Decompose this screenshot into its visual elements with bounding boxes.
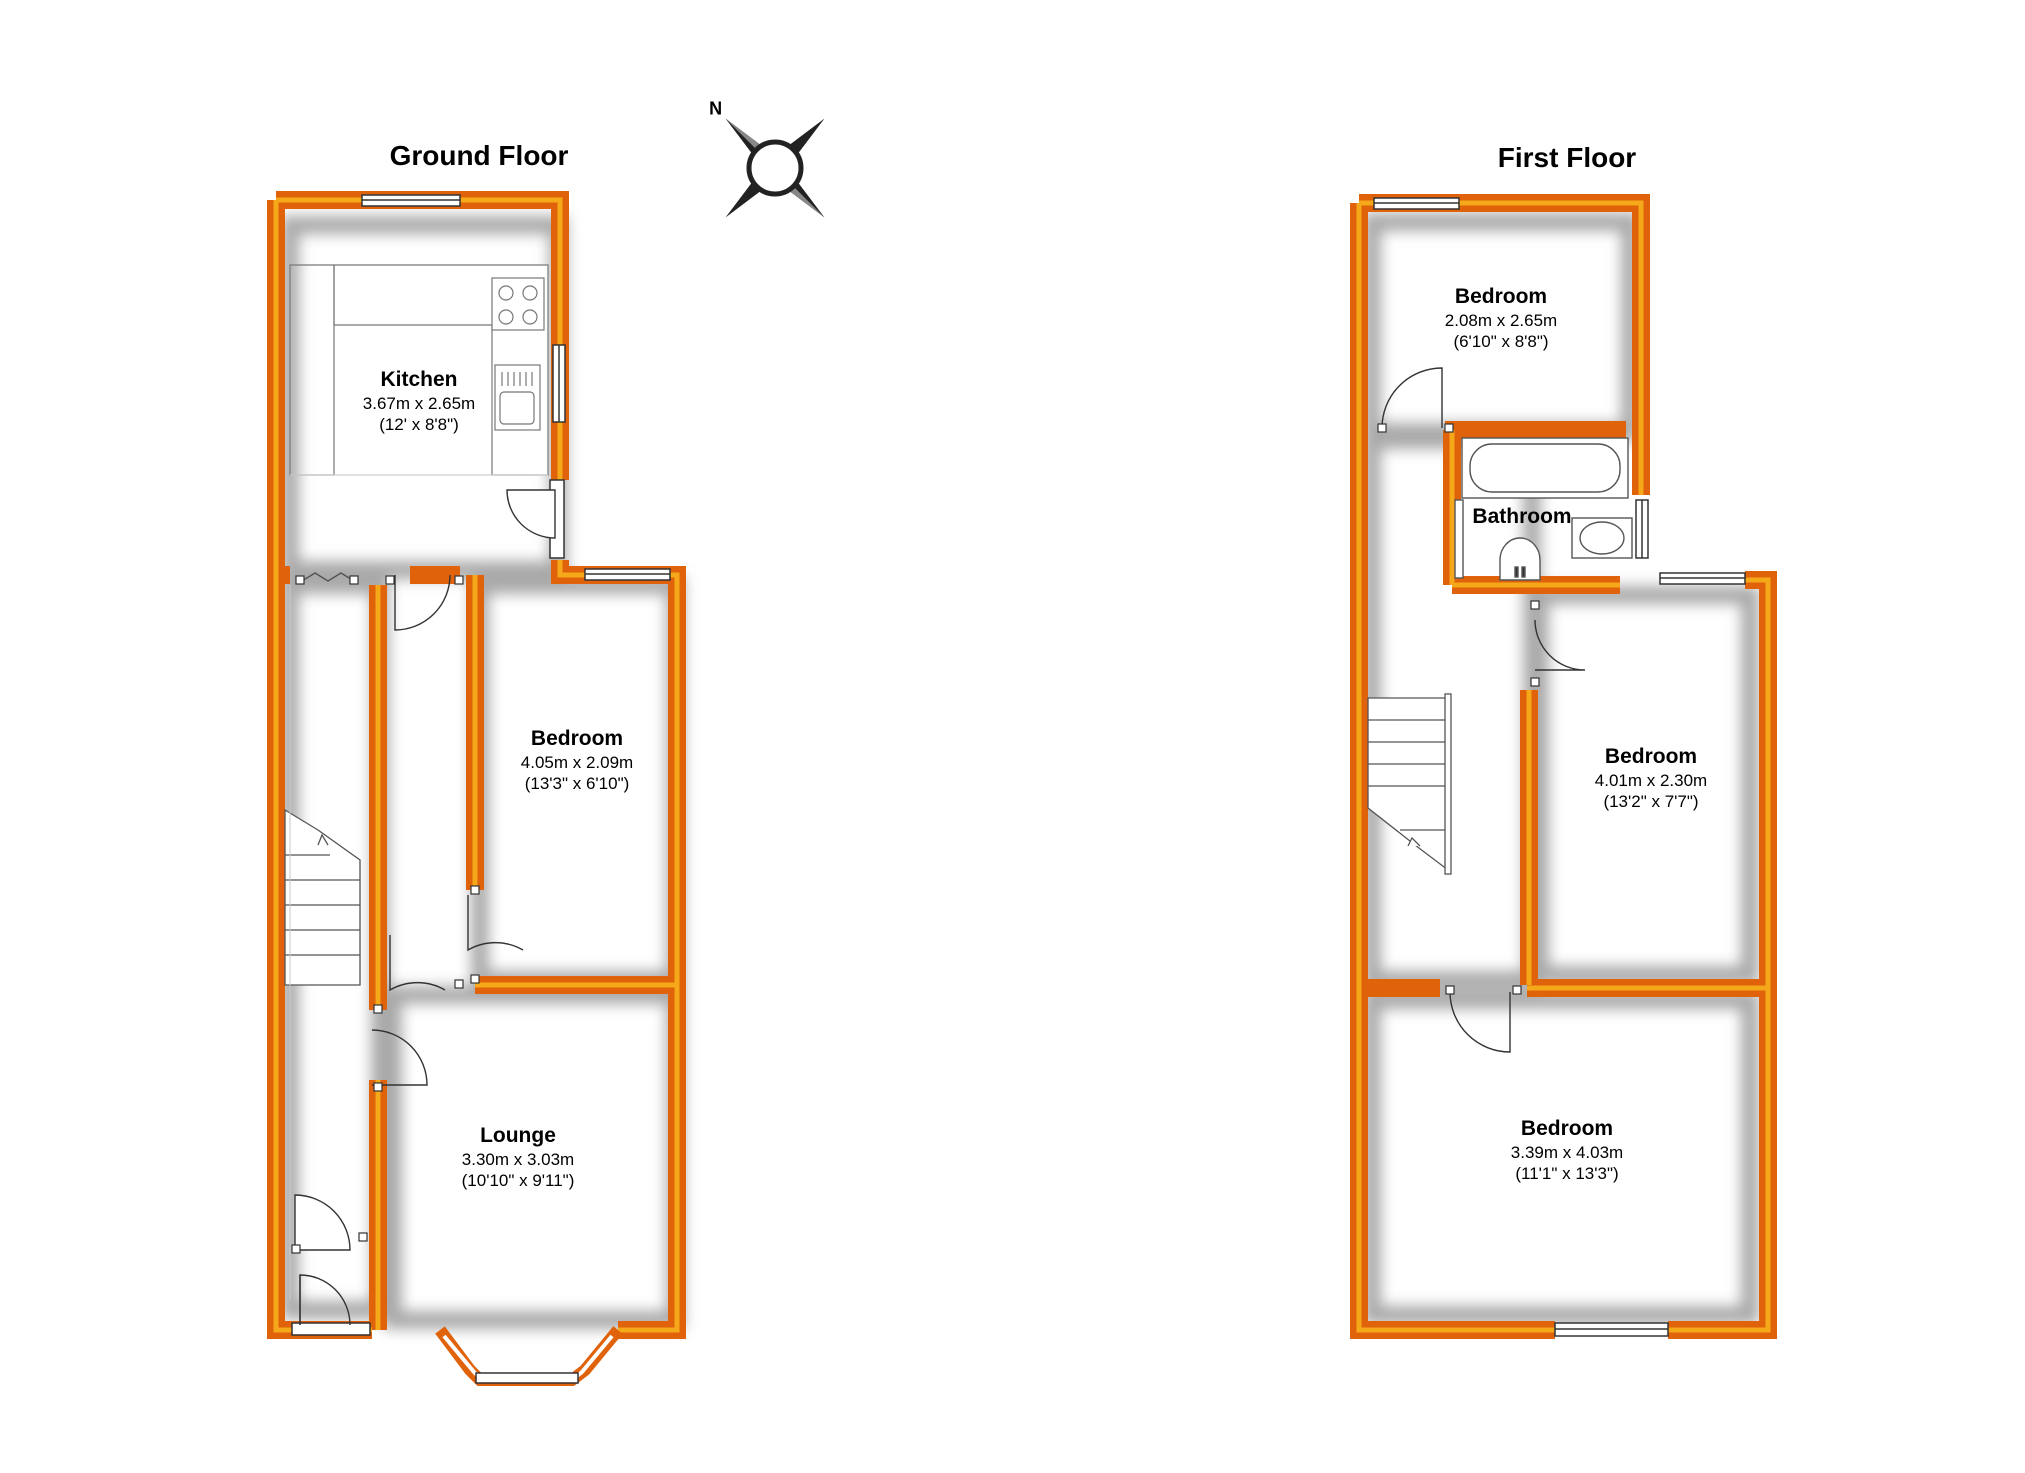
bedroom-door-bottom bbox=[467, 895, 524, 952]
first-bedroom-front-dimensions-metric: 3.39m x 4.03m bbox=[1511, 1143, 1623, 1162]
bedroom-small-door bbox=[1381, 367, 1443, 429]
lounge-dimensions-imperial: (10'10" x 9'11") bbox=[462, 1171, 575, 1190]
ground-bedroom-name: Bedroom bbox=[531, 727, 623, 750]
first-floor-door-jambs bbox=[1377, 423, 1540, 995]
lounge-dimensions-metric: 3.30m x 3.03m bbox=[462, 1150, 574, 1169]
bedroom-door-top bbox=[394, 574, 451, 631]
toilet-icon bbox=[1499, 537, 1541, 581]
first-bedroom-front-name: Bedroom bbox=[1521, 1117, 1613, 1140]
compass-north-label: N bbox=[709, 99, 722, 119]
first-bedroom-small-name: Bedroom bbox=[1455, 285, 1547, 308]
bay-window-frame bbox=[475, 1372, 579, 1384]
first-bedroom-right-dimensions-metric: 4.01m x 2.30m bbox=[1595, 771, 1707, 790]
bedroom-front-door bbox=[1449, 991, 1511, 1053]
first-floor-doors bbox=[1381, 367, 1586, 1053]
bathroom-name: Bathroom bbox=[1472, 505, 1571, 528]
front-door-step bbox=[291, 1322, 371, 1336]
hob-icon bbox=[491, 277, 545, 331]
lounge-name: Lounge bbox=[480, 1124, 556, 1147]
front-door-inner bbox=[294, 1194, 351, 1251]
ground-floor-windows bbox=[291, 194, 671, 1384]
first-floor: First Floor Bedroom 2.08m x 2.65m (6'10"… bbox=[1350, 142, 1777, 1339]
ground-floor: Ground Floor Kitchen 3.67m x 2.65m (12' … bbox=[267, 140, 686, 1386]
bedroom-right-door bbox=[1534, 619, 1586, 671]
first-floor-windows bbox=[1373, 197, 1746, 1337]
ground-floor-title: Ground Floor bbox=[390, 140, 569, 171]
ground-floor-stairs bbox=[284, 808, 361, 986]
ground-bedroom-dimensions-imperial: (13'3" x 6'10") bbox=[525, 774, 630, 793]
compass-rose-icon: N bbox=[709, 99, 825, 218]
first-floor-walls bbox=[1350, 194, 1777, 1339]
kitchen-fittings bbox=[289, 264, 549, 476]
bathroom-fittings bbox=[1454, 437, 1633, 581]
first-floor-stairs bbox=[1367, 693, 1452, 875]
lounge-door bbox=[371, 1029, 428, 1086]
first-bedroom-front-dimensions-imperial: (11'1" x 13'3") bbox=[1515, 1164, 1618, 1183]
first-bedroom-small-dimensions-imperial: (6'10" x 8'8") bbox=[1453, 332, 1548, 351]
first-bedroom-small-dimensions-metric: 2.08m x 2.65m bbox=[1445, 311, 1557, 330]
front-door bbox=[299, 1274, 351, 1326]
kitchen-name: Kitchen bbox=[380, 368, 457, 391]
kitchen-dimensions-metric: 3.67m x 2.65m bbox=[363, 394, 475, 413]
first-bedroom-right-dimensions-imperial: (13'2" x 7'7") bbox=[1603, 792, 1698, 811]
ground-floor-door-jambs bbox=[291, 575, 480, 1254]
hall-door bbox=[389, 935, 446, 992]
kitchen-back-door bbox=[506, 489, 556, 539]
kitchen-dimensions-imperial: (12' x 8'8") bbox=[379, 415, 459, 434]
ground-floor-doors bbox=[294, 489, 556, 1326]
first-bedroom-right-name: Bedroom bbox=[1605, 745, 1697, 768]
first-floor-title: First Floor bbox=[1498, 142, 1637, 173]
ground-bedroom-dimensions-metric: 4.05m x 2.09m bbox=[521, 753, 633, 772]
kitchen-bifold-door bbox=[301, 572, 355, 582]
